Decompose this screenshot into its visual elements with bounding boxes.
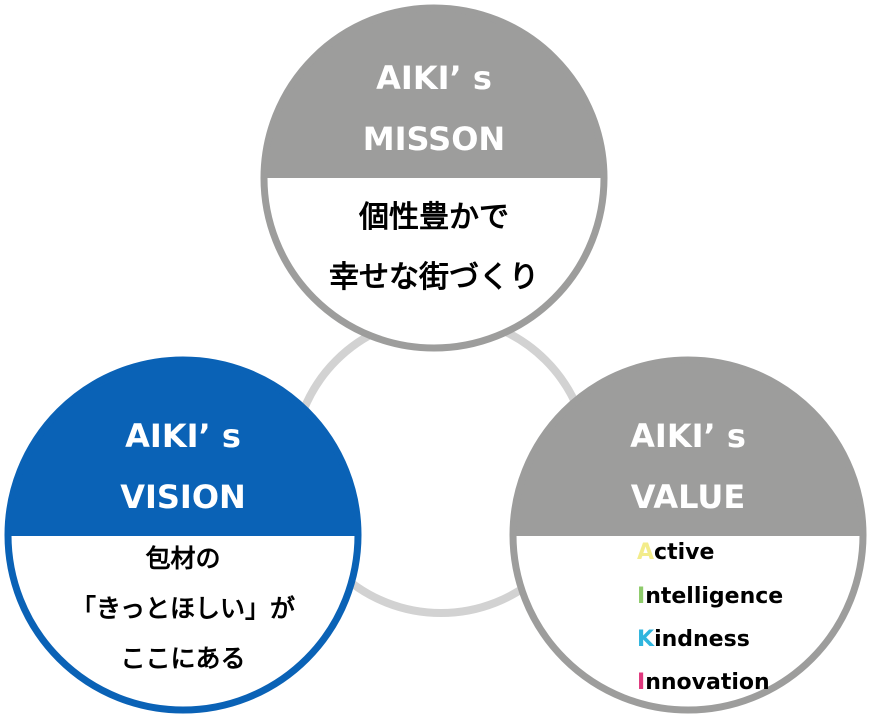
value-item-active: Active xyxy=(637,540,714,565)
value-circle: AIKI’ s VALUE Active Intelligence Kindne… xyxy=(509,356,867,714)
value-title-line2: VALUE xyxy=(631,478,745,516)
value-item-intelligence-rest: ntelligence xyxy=(645,584,783,609)
value-title-line1: AIKI’ s xyxy=(630,417,746,455)
mission-title-line1: AIKI’ s xyxy=(376,59,492,97)
value-item-kindness-rest: indness xyxy=(654,627,750,652)
vision-title-line2: VISION xyxy=(120,478,246,516)
mission-circle: AIKI’ s MISSON 個性豊かで 幸せな街づくり xyxy=(260,4,608,352)
vision-body-line2: 「きっとほしい」が xyxy=(71,594,295,623)
value-item-innovation: Innovation xyxy=(637,670,770,695)
vision-title-line1: AIKI’ s xyxy=(125,417,241,455)
vision-body-line1: 包材の xyxy=(145,544,220,573)
value-item-intelligence: Intelligence xyxy=(637,584,783,609)
value-item-active-initial: A xyxy=(637,540,654,565)
value-item-active-rest: ctive xyxy=(654,540,714,565)
mission-title-line2: MISSON xyxy=(363,120,505,158)
vision-body-line3: ここにある xyxy=(120,644,245,673)
value-item-innovation-initial: I xyxy=(637,670,645,695)
value-item-intelligence-initial: I xyxy=(637,584,645,609)
value-item-kindness: Kindness xyxy=(637,627,750,652)
value-item-innovation-rest: nnovation xyxy=(645,670,769,695)
vision-circle: AIKI’ s VISION 包材の 「きっとほしい」が ここにある xyxy=(4,356,362,714)
mission-body-line1: 個性豊かで xyxy=(358,200,509,235)
value-item-kindness-initial: K xyxy=(637,627,655,652)
mission-body-line2: 幸せな街づくり xyxy=(329,260,539,295)
